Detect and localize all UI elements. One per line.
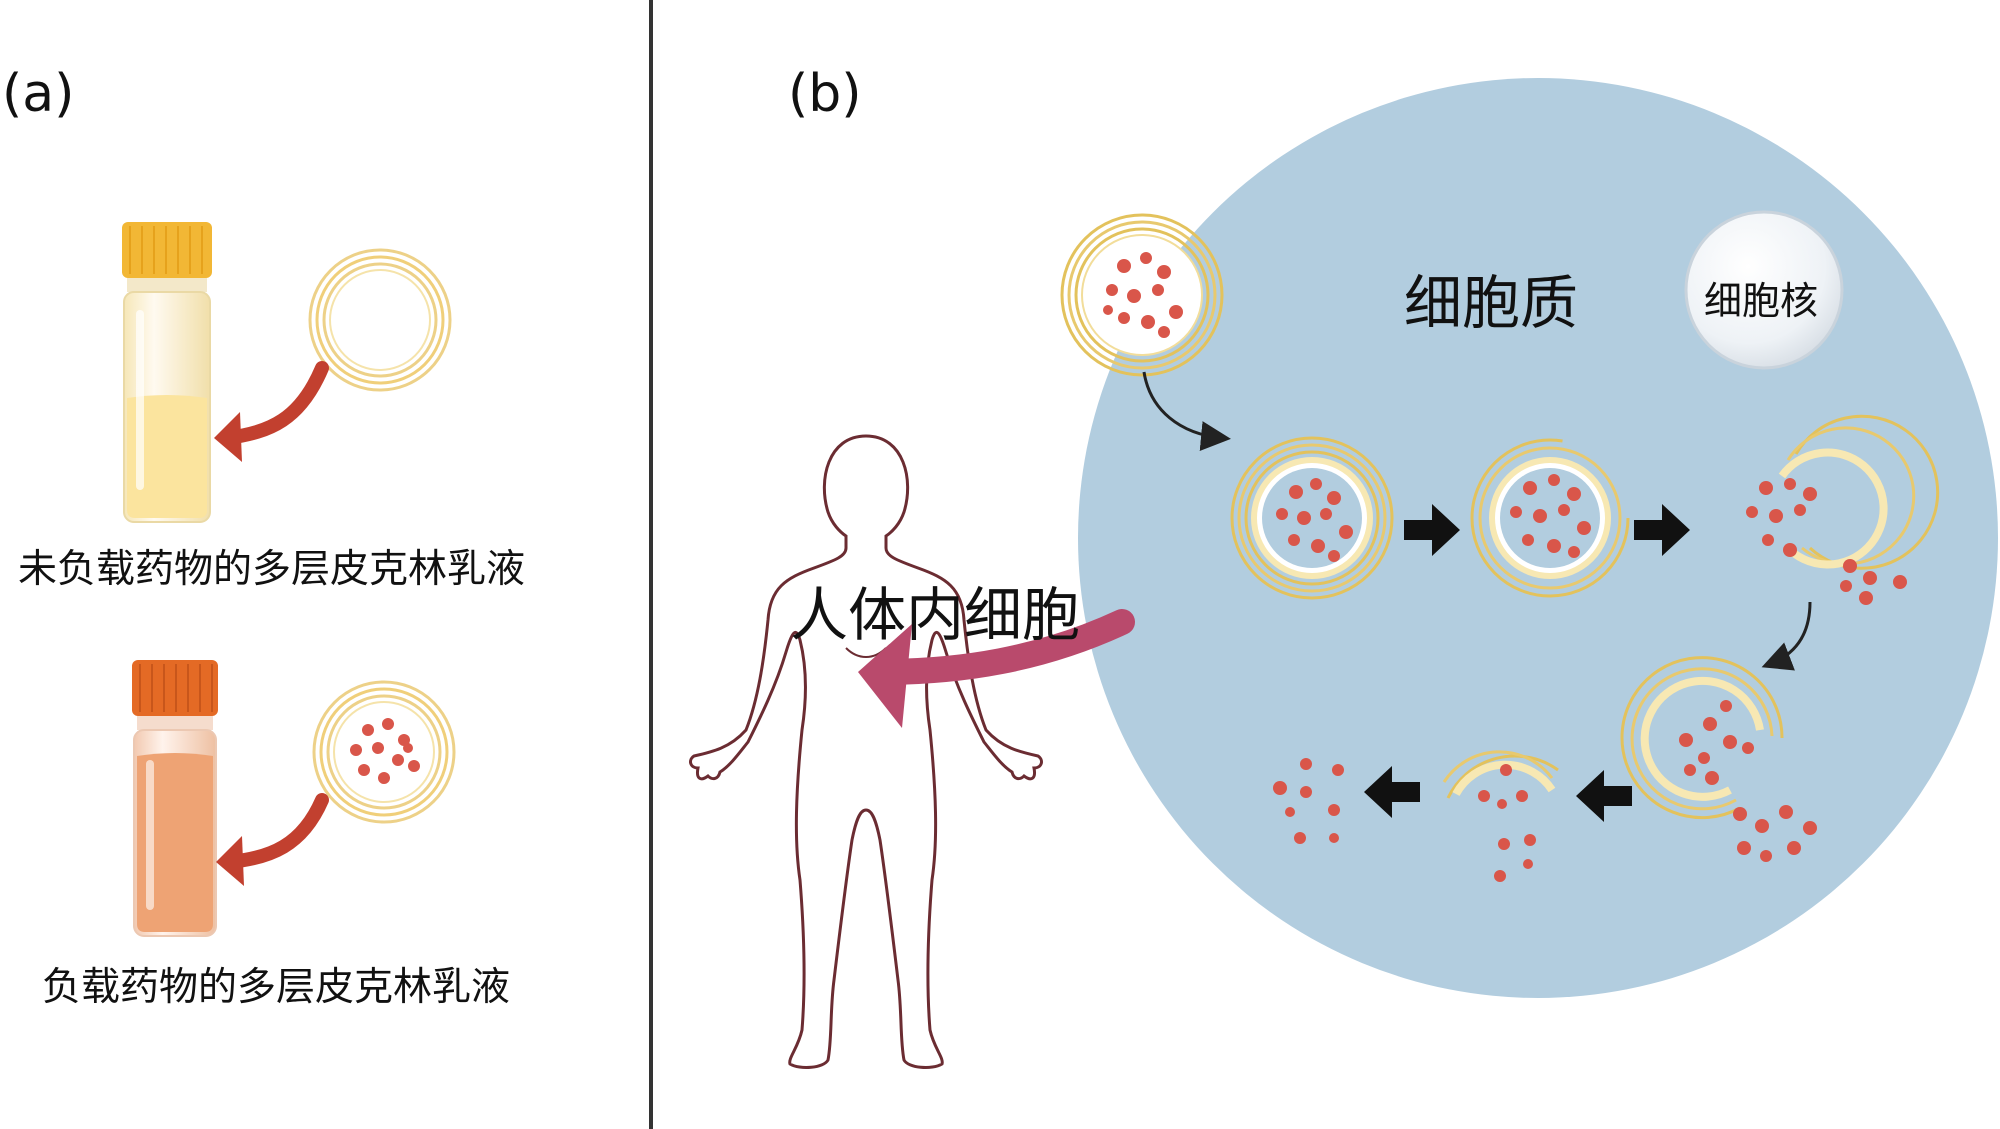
droplet-stage-3 — [1746, 414, 1940, 605]
droplet-stage-2 — [1470, 438, 1630, 598]
arrow-stage-1-2 — [1404, 504, 1460, 556]
arrow-enter — [1142, 371, 1231, 451]
cytoplasm-label: 细胞质 — [1404, 269, 1579, 337]
body-cell-label: 人体内细胞 — [790, 581, 1081, 649]
vial-unloaded — [122, 222, 212, 523]
arrow-stage-2-3 — [1634, 504, 1690, 556]
nucleus-label: 细胞核 — [1704, 279, 1819, 323]
arrow-stage-4-5 — [1576, 770, 1632, 822]
droplet-empty-icon — [308, 248, 452, 392]
vial-liquid-yellow — [127, 395, 207, 518]
arrow-cell-to-body — [867, 609, 1135, 685]
released-drug-dots — [1273, 758, 1344, 844]
cell-nucleus — [1684, 210, 1844, 370]
droplet-stage-1 — [1230, 436, 1394, 600]
arrow-to-vial-2 — [223, 793, 329, 869]
caption-loaded-emulsion: 负载药物的多层皮克林乳液 — [42, 965, 511, 1010]
caption-unloaded-emulsion: 未负载药物的多层皮克林乳液 — [18, 547, 526, 592]
droplet-stage-5 — [1442, 750, 1559, 882]
droplet-loaded-icon — [312, 680, 456, 824]
human-body-icon — [689, 434, 1043, 1069]
panel-b-label: (b) — [788, 64, 862, 124]
arrow-to-vial-1 — [221, 361, 329, 445]
panel-a-label: (a) — [2, 64, 75, 124]
arrow-stage-3-4 — [1761, 601, 1812, 671]
droplet-entering — [1060, 213, 1224, 377]
vial-loaded — [132, 660, 218, 937]
droplet-stage-4 — [1620, 656, 1817, 862]
vial-liquid-orange — [137, 753, 213, 932]
arrow-stage-5-6 — [1364, 766, 1420, 818]
